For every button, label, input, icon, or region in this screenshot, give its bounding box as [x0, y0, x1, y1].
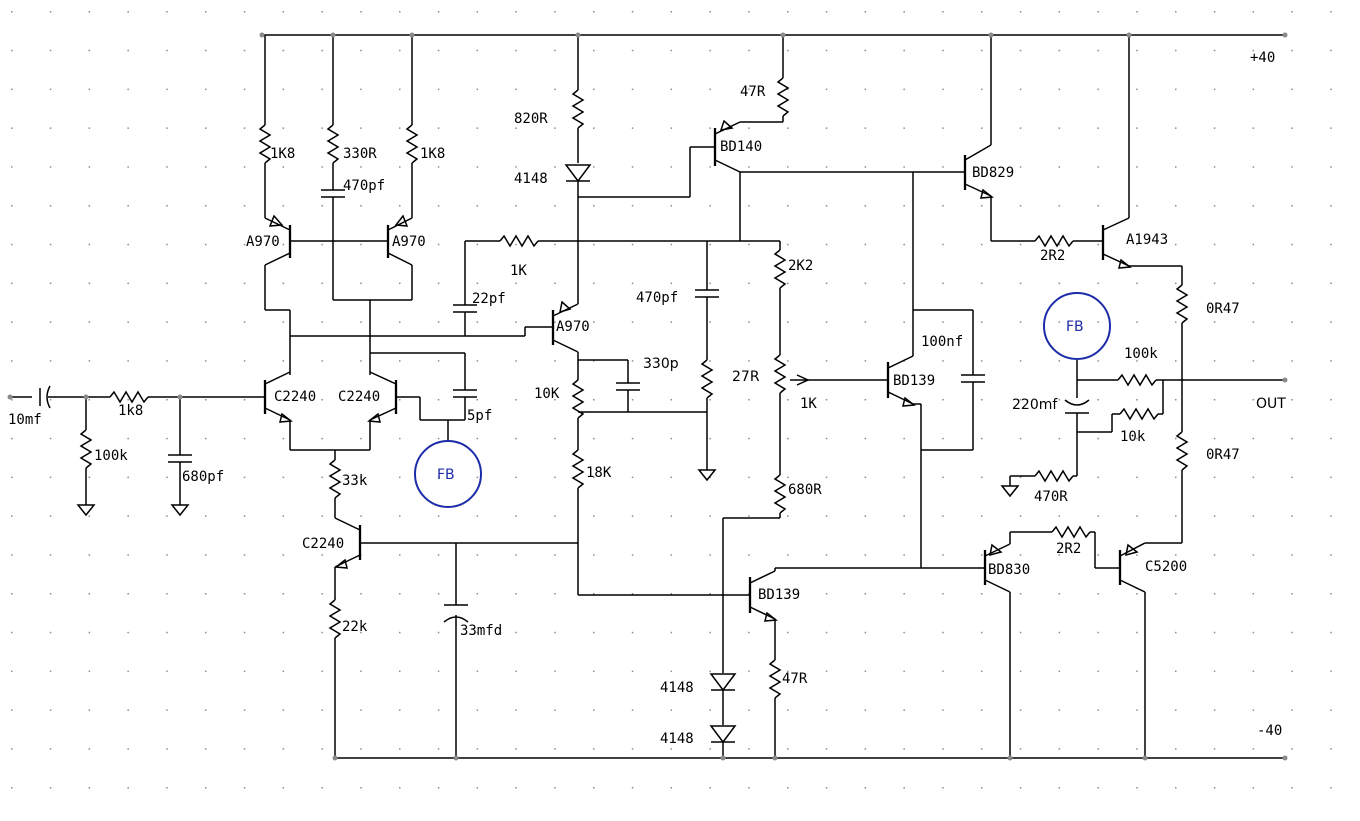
d-bot2-label: 4148	[660, 731, 694, 747]
feedback-node-input: FB	[414, 440, 482, 508]
c-220-label: 220mf	[1012, 397, 1058, 413]
c-470p2-label: 470pf	[636, 290, 678, 306]
r-047-top-label: 0R47	[1206, 301, 1240, 317]
q-c2240-r-label: C2240	[338, 389, 380, 405]
c-100n-label: 100nf	[921, 334, 963, 350]
r-2k2-label: 2K2	[788, 258, 813, 274]
r-820-label: 820R	[514, 111, 548, 127]
input-network	[10, 385, 265, 517]
r-2r2-top-label: 2R2	[1040, 248, 1065, 264]
r-in-gnd-label: 100k	[94, 448, 128, 464]
fb-label-left: FB	[437, 467, 455, 483]
r-100k-fb-label: 100k	[1124, 346, 1158, 362]
r-47-bot-label: 47R	[782, 671, 808, 687]
q-a970-vas-label: A970	[556, 319, 590, 335]
r-18k-label: 18K	[586, 465, 612, 481]
q-c2240-cs-label: C2240	[302, 536, 344, 552]
q-bd829-label: BD829	[972, 165, 1014, 181]
r-2r2-bot-label: 2R2	[1056, 541, 1081, 557]
r-27-label: 27R	[732, 369, 760, 385]
q-a1943-label: A1943	[1126, 232, 1168, 248]
r-tr-label: 1K8	[420, 146, 445, 162]
c-330p-label: 330p	[643, 356, 679, 372]
q-a970-r-label: A970	[392, 234, 426, 250]
r-tc-label: 330R	[343, 146, 377, 162]
q-bd139-low-label: BD139	[758, 587, 800, 603]
r-tail-label: 33k	[342, 473, 368, 489]
output-label: OUT	[1256, 396, 1286, 412]
q-bd139-vbe-label: BD139	[893, 373, 935, 389]
c-22p-label: 22pf	[472, 291, 506, 307]
fb-label-right: FB	[1066, 319, 1084, 335]
current-mirror	[258, 35, 419, 375]
q-bd140-label: BD140	[720, 139, 762, 155]
r-in-label: 1k8	[118, 403, 143, 419]
junction-dots	[7, 32, 1288, 761]
q-c5200-label: C5200	[1145, 559, 1187, 575]
r-47-top-label: 47R	[740, 84, 766, 100]
r-047-bot-label: 0R47	[1206, 447, 1240, 463]
feedback-node-output: FB	[1043, 292, 1111, 360]
c-470p-label: 470pf	[343, 178, 385, 194]
d-top-label: 4148	[514, 171, 548, 187]
c-5p-label: 5pf	[467, 408, 492, 424]
d-bot1-label: 4148	[660, 680, 694, 696]
bd140-driver	[713, 35, 965, 241]
q-a970-l-label: A970	[246, 234, 280, 250]
bd139-lower	[748, 567, 985, 758]
current-source	[328, 517, 578, 758]
feedback-network	[1000, 360, 1182, 498]
c-in-label: 10mf	[8, 412, 42, 428]
r-10k-fb-label: 10k	[1120, 429, 1146, 445]
positive-rail-label: +40	[1250, 50, 1275, 66]
r-470-fb-label: 470R	[1034, 489, 1068, 505]
r-1k-label: 1K	[510, 263, 527, 279]
q-c2240-l-label: C2240	[274, 389, 316, 405]
bias-network	[709, 172, 985, 758]
q-bd830-label: BD830	[988, 562, 1030, 578]
r-pot-label: 1K	[800, 396, 817, 412]
r-tl-label: 1K8	[270, 146, 295, 162]
c-680-label: 680pf	[182, 469, 224, 485]
output-stage	[963, 35, 1285, 758]
vas-stage	[290, 35, 780, 596]
differential-pair	[263, 352, 477, 518]
negative-rail-label: -40	[1257, 723, 1282, 739]
c-33-label: 33mfd	[460, 623, 502, 639]
r-680-label: 680R	[788, 482, 822, 498]
r-10k-label: 10K	[534, 386, 560, 402]
r-cs-label: 22k	[342, 619, 368, 635]
